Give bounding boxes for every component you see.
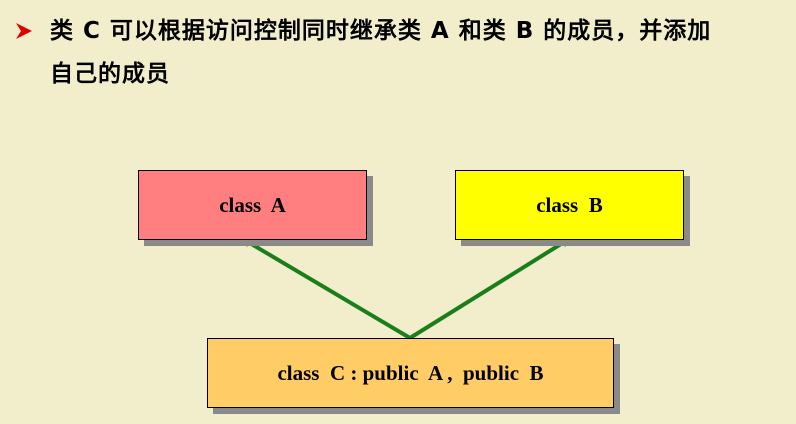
bullet-text: 类 C 可以根据访问控制同时继承类 A 和类 B 的成员，并添加 自己的成员 — [50, 10, 784, 96]
class-a-box: class A — [138, 170, 367, 240]
bullet-text-line-2: 自己的成员 — [50, 61, 170, 87]
arrow-c-to-a — [241, 237, 412, 340]
bullet-point: 类 C 可以根据访问控制同时继承类 A 和类 B 的成员，并添加 自己的成员 — [14, 10, 784, 96]
class-b-box: class B — [455, 170, 684, 240]
arrow-c-to-b — [408, 237, 571, 340]
class-c-box: class C : public A , public B — [207, 338, 614, 408]
class-b-label: class B — [536, 192, 603, 217]
class-c-label: class C : public A , public B — [277, 360, 544, 385]
class-a-label: class A — [219, 192, 286, 217]
bullet-text-line-1: 类 C 可以根据访问控制同时继承类 A 和类 B 的成员，并添加 — [50, 18, 712, 44]
bullet-arrow-icon — [16, 23, 32, 39]
